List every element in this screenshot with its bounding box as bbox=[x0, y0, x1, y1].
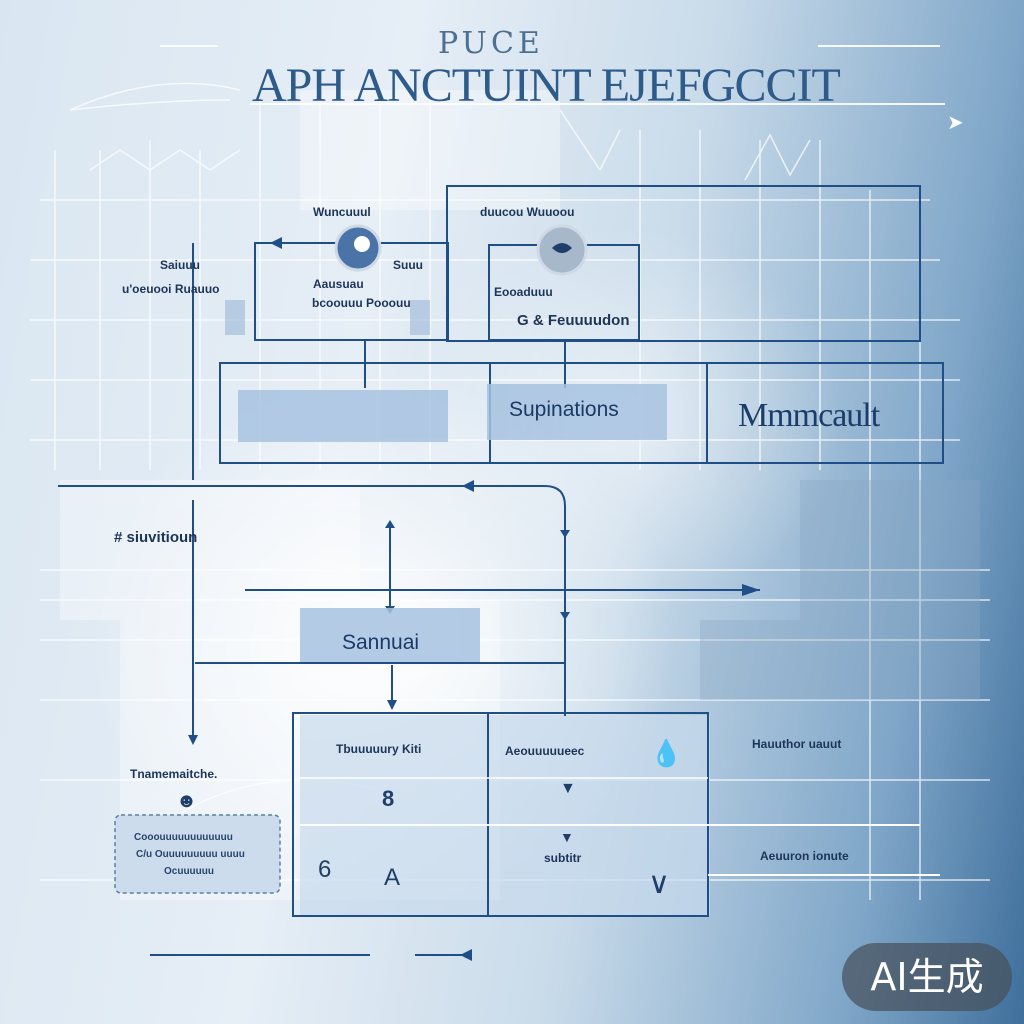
label-box-a-side: Suuu bbox=[393, 258, 423, 272]
label-right-1: Hauuthor uauut bbox=[752, 737, 842, 751]
label-box-b-line1: Eooaduuu bbox=[494, 285, 553, 299]
label-top-left-box: Wuncuuul bbox=[313, 205, 371, 219]
mid-frame bbox=[219, 362, 944, 464]
label-manuscript: Mmmcault bbox=[738, 397, 880, 434]
box-top-right-frame bbox=[446, 185, 921, 342]
label-tabular-1: Tbuuuuury Kiti bbox=[336, 742, 422, 756]
label-left-3: Tnamemaitche. bbox=[130, 767, 218, 781]
page-subtitle: PUCE bbox=[438, 26, 544, 61]
label-box-a-line1: Aausuau bbox=[313, 277, 364, 291]
label-supinations: Supinations bbox=[509, 398, 619, 421]
page-title: APH ANCTUINT EJEFGCCIT bbox=[252, 59, 841, 112]
mid-center-fill bbox=[487, 384, 667, 440]
chevron-down-icon: ∨ bbox=[648, 867, 670, 900]
label-left-note-2: C/u Ouuuuuuuuu uuuu bbox=[136, 849, 245, 860]
label-left-note-3: Ocuuuuuu bbox=[164, 866, 214, 877]
label-top-right-box: duucou Wuuoou bbox=[480, 205, 575, 219]
mid-left-fill bbox=[238, 390, 448, 442]
label-box-a-line2: bcoouuu Pooouu bbox=[312, 296, 411, 310]
letter-a-icon: A bbox=[384, 864, 401, 891]
paper-plane-icon: ➤ bbox=[947, 112, 964, 134]
number-six-icon: 6 bbox=[318, 856, 332, 883]
flame-icon: 💧 bbox=[650, 738, 683, 768]
label-tabular-2: Aeouuuuueec bbox=[505, 744, 585, 758]
bottom-grid-fill bbox=[300, 715, 710, 915]
label-left-small-1: Saiuuu bbox=[160, 258, 201, 272]
label-left-note-1: Cooouuuuuuuuuuuu bbox=[134, 832, 233, 843]
ai-generated-badge: AI生成 bbox=[842, 943, 1012, 1011]
sannual-fill bbox=[300, 608, 480, 662]
number-icon: 8 bbox=[382, 786, 395, 811]
label-situation: # siuvitioun bbox=[114, 529, 198, 546]
bottom-grid-frame bbox=[292, 712, 709, 917]
left-note-frame bbox=[114, 814, 281, 894]
label-left-small-2: u'oeuooi Ruauuo bbox=[122, 282, 220, 296]
person-icon: ☻ bbox=[176, 790, 198, 812]
arrow-down-icon: ▼ bbox=[560, 780, 576, 797]
label-cell-bottom-mid: subtitr bbox=[544, 851, 582, 865]
arrow-down-small-icon: ▼ bbox=[560, 829, 574, 845]
label-right-2: Aeuuron ionute bbox=[760, 849, 849, 863]
label-box-b-line2: G & Feuuuudon bbox=[517, 312, 630, 329]
label-sannual: Sannuai bbox=[342, 631, 420, 654]
